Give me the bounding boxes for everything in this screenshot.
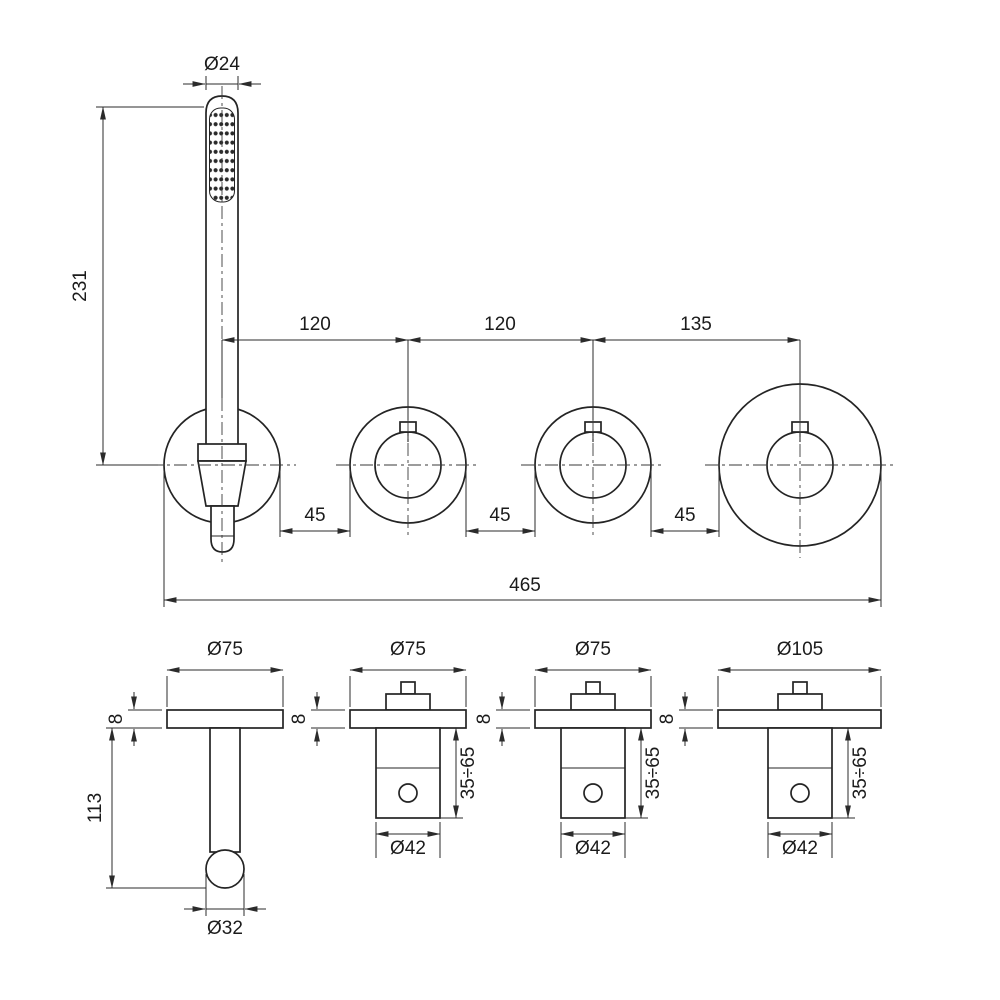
valvea-wall-plate	[349, 709, 467, 729]
label-135: 135	[680, 314, 712, 335]
detail-view-valve-b: Ø75 8 35÷65 Ø42	[474, 639, 664, 859]
label-valvea-d42: Ø42	[390, 838, 426, 859]
valvea-screw	[398, 783, 418, 803]
label-valvea-d75: Ø75	[390, 639, 426, 660]
valvea-stem	[400, 681, 416, 695]
holder-cone	[196, 460, 248, 507]
dim-holder-drop: 113	[85, 727, 206, 889]
detail-view-valve-c: Ø105 8 35÷65 Ø42	[657, 639, 882, 859]
label-valveb-d42: Ø42	[575, 838, 611, 859]
holder-ball-outlet	[205, 849, 245, 889]
dim-handshower-diameter: Ø24	[183, 54, 261, 90]
label-valvec-8: 8	[657, 714, 678, 725]
dim-valvea-depth: 35÷65	[440, 727, 479, 819]
dim-spacings: 120 120 135	[221, 314, 801, 420]
label-valveb-d75: Ø75	[575, 639, 611, 660]
front-view: Ø24 231 120 120 135	[70, 54, 895, 607]
dim-valvec-depth: 35÷65	[832, 727, 871, 819]
valveb-body	[560, 727, 626, 819]
dim-total-width: 465	[163, 469, 882, 607]
valveb-stem	[585, 681, 601, 695]
valvec-screw	[790, 783, 810, 803]
detail-view-valve-a: Ø75 8 35÷65 Ø42	[289, 639, 479, 859]
valvea-body	[375, 727, 441, 819]
label-valveb-8: 8	[474, 714, 495, 725]
valvec-stem	[792, 681, 808, 695]
label-120-2: 120	[484, 314, 516, 335]
dim-valveb-thickness: 8	[474, 692, 530, 746]
detail-view-holder: Ø75 8 113 Ø32	[85, 639, 284, 939]
label-45-2: 45	[489, 505, 510, 526]
dim-valvea-handle: Ø42	[375, 822, 441, 859]
label-valveb-depth: 35÷65	[643, 747, 664, 800]
valveb-screw	[583, 783, 603, 803]
label-113: 113	[85, 793, 106, 823]
label-45-3: 45	[674, 505, 695, 526]
holder-arm	[209, 727, 241, 853]
dim-gaps: 45 45 45	[279, 469, 720, 537]
dim-valvea-thickness: 8	[289, 692, 345, 746]
label-holder-d75: Ø75	[207, 639, 243, 660]
label-valvec-d105: Ø105	[777, 639, 823, 660]
label-valvea-depth: 35÷65	[458, 747, 479, 800]
dim-holder-outlet: Ø32	[184, 874, 266, 939]
label-valvea-8: 8	[289, 714, 310, 725]
label-231: 231	[70, 270, 91, 302]
valveb-wall-plate	[534, 709, 652, 729]
dim-valveb-depth: 35÷65	[625, 727, 664, 819]
wand-handle-end	[210, 505, 235, 553]
label-d24: Ø24	[204, 54, 240, 75]
label-valvec-depth: 35÷65	[850, 747, 871, 800]
valvec-cap	[777, 693, 823, 711]
label-120-1: 120	[299, 314, 331, 335]
valvec-body	[767, 727, 833, 819]
dim-handshower-height: 231	[70, 106, 204, 466]
valvec-wall-plate	[717, 709, 882, 729]
label-465: 465	[509, 575, 541, 596]
valvea-cap	[385, 693, 431, 711]
label-valvec-d42: Ø42	[782, 838, 818, 859]
valve-front-3	[718, 383, 882, 547]
valveb-cap	[570, 693, 616, 711]
dim-valveb-handle: Ø42	[560, 822, 626, 859]
dim-valvec-thickness: 8	[657, 692, 713, 746]
dim-valvec-handle: Ø42	[767, 822, 833, 859]
label-d32: Ø32	[207, 918, 243, 939]
holder-wall-plate	[166, 709, 284, 729]
label-holder-8: 8	[106, 714, 127, 725]
label-45-1: 45	[304, 505, 325, 526]
